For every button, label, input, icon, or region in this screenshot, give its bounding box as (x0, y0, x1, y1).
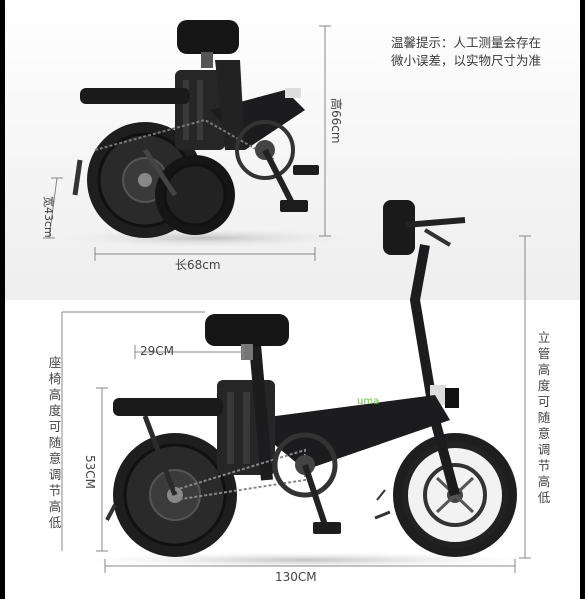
product-dimension-image: uma (5, 0, 580, 599)
bike-illustrations: uma (43, 20, 535, 573)
unfolded-dimension-lines (61, 235, 531, 573)
folded-rear-rack (80, 88, 190, 104)
folded-seat (177, 20, 239, 54)
folded-width-label: 宽43cm (42, 196, 55, 238)
folded-latch (285, 88, 301, 98)
display-unit (383, 200, 415, 255)
seat-clamp (241, 344, 253, 360)
handlebar (404, 217, 466, 228)
total-length-label: 130CM (275, 570, 317, 584)
folded-front-wheel (155, 155, 235, 235)
seat (205, 314, 289, 346)
rear-rack (113, 398, 223, 416)
measurement-note: 温馨提示：人工测量会存在 微小误差，以实物尺寸为准 (391, 34, 541, 70)
chainring (272, 432, 341, 534)
stem-adjust-note: 立管高度可随意调节高低 (537, 330, 551, 505)
pedal (313, 522, 341, 534)
measurement-note-line1: 温馨提示：人工测量会存在 (391, 35, 542, 50)
main-frame: uma (113, 314, 459, 496)
folded-kickstand (72, 159, 83, 196)
kickstand (105, 504, 117, 521)
brand-text: uma (357, 396, 379, 407)
seat-length-label: 29CM (140, 344, 175, 358)
folded-chainring (235, 120, 319, 212)
measurement-note-line2: 微小误差，以实物尺寸为准 (391, 53, 542, 68)
folded-dimension-lines (43, 25, 331, 261)
seat-adjust-note: 座椅高度可随意调节高低 (48, 355, 62, 530)
seat-height-label: 53CM (83, 455, 97, 490)
folded-frame (80, 20, 305, 197)
unfolded-bike: uma (75, 200, 535, 568)
folded-height-label: 高66cm (329, 98, 343, 144)
folded-length-label: 长68cm (175, 258, 221, 272)
stem-and-fork (383, 200, 466, 497)
unfolded-shadow (75, 552, 535, 568)
folded-bike (55, 20, 355, 248)
